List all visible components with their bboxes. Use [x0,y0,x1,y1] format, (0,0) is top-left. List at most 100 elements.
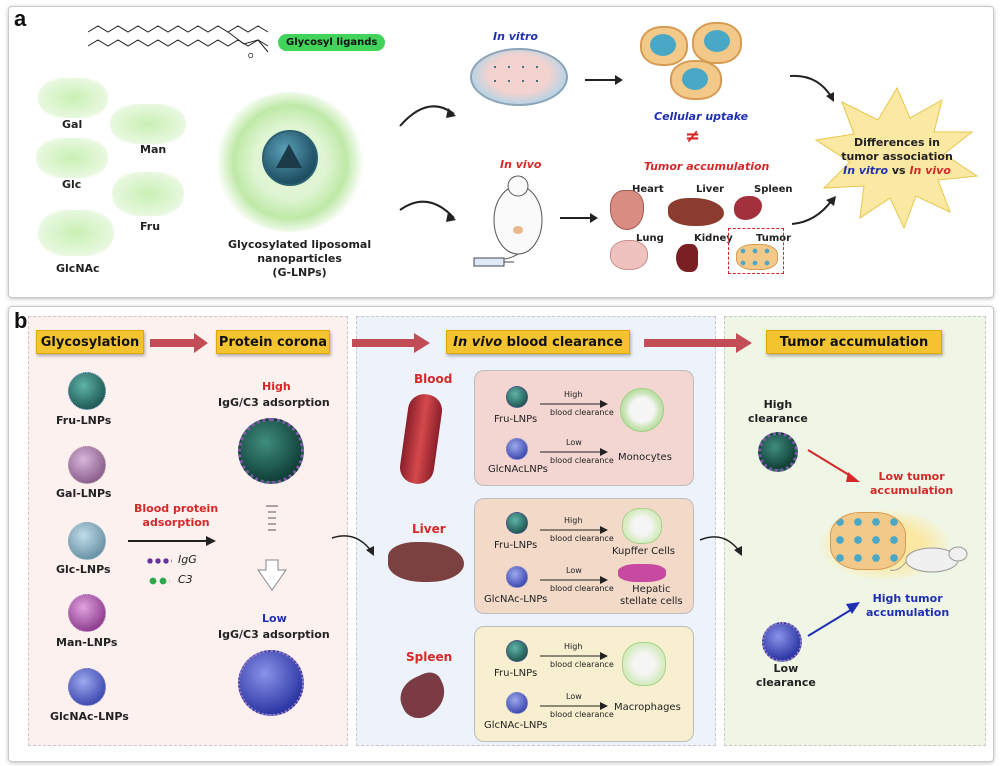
organ-blood-label: Blood [414,372,453,386]
starburst-shape [814,86,979,230]
kupffer-cells-label: Kupffer Cells [612,546,675,557]
lnp-gal [68,446,106,484]
syringe-icon [473,257,514,267]
sugar-man-label: Man [140,143,167,156]
mouse-small-icon [889,546,968,573]
arrow-header-1 [150,333,208,353]
organ-liver-b-label: Liver [412,522,446,536]
macrophage-icon [622,642,666,686]
spleen-box-top-level: High [564,642,583,651]
spleen-box-bottom-lnp [506,692,528,714]
low-clearance-label: Low clearance [756,662,816,689]
lnp-fru-label: Fru-LNPs [56,414,112,427]
in-vivo-label: In vivo [500,158,542,171]
corona-high-level: High [262,380,291,393]
lnp-glcnac [68,668,106,706]
monocyte-icon [620,388,664,432]
blood-box-top-arrow [540,400,608,408]
stellate-cells-label: Hepatic stellate cells [620,584,683,607]
arrow-protein-adsorption [128,536,216,546]
blood-box-top-level: High [564,390,583,399]
organ-lung-label: Lung [636,233,664,244]
high-tumor-label: High tumor accumulation [866,592,950,619]
liver-icon [668,198,724,226]
sugar-man [110,104,186,144]
arrow-header-2 [352,333,430,353]
high-clearance-label: High clearance [748,398,808,425]
panel-b-letter: b [14,308,28,333]
tumor-cluster-icon [830,512,906,570]
header-tumor-accumulation: Tumor accumulation [766,330,942,354]
stellate-cell-icon [618,564,666,582]
spleen-box-top-clearance: blood clearance [550,660,614,669]
in-vitro-label: In vitro [493,30,538,43]
header-glycosylation: Glycosylation [36,330,144,354]
header-protein-corona: Protein corona [216,330,330,354]
organ-tumor-label: Tumor [756,233,792,244]
arrow-to-invitro [399,105,456,127]
differences-text: Differences in tumor association In vitr… [841,136,953,177]
arrow-corona-to-liver [331,535,374,556]
lnp-gal-label: Gal-LNPs [56,487,112,500]
liver-box-top-lnp [506,512,528,534]
arrow-clearance-to-tumor [699,536,742,556]
monocytes-label: Monocytes [618,452,672,463]
lung-icon [610,240,648,270]
panel-a-letter: a [14,6,27,31]
sugar-glc-label: Glc [62,178,82,191]
blood-box-bottom-arrow [540,448,608,456]
blood-box-bottom-lnp-label: GlcNAcLNPs [488,464,548,475]
liver-box-bottom-level: Low [566,566,582,575]
sugar-fru [112,172,184,216]
blood-protein-label: Blood protein adsorption [134,502,219,529]
tumor-accumulation-label: Tumor accumulation [644,160,770,173]
spleen-box-bottom-level: Low [566,692,582,701]
tumor-low-clear-lnp [762,622,802,662]
liver-box-top-level: High [564,516,583,525]
sugar-gal-label: Gal [62,118,83,131]
header-blood-clearance: In vivo blood clearance [446,330,630,354]
spleen-box-bottom-clearance: blood clearance [550,710,614,719]
corona-low-particle [238,650,304,716]
arrow-to-invivo [399,200,456,222]
cellular-uptake-label: Cellular uptake [654,110,749,123]
svg-text:O: O [248,53,254,60]
lnp-glcnac-label: GlcNAc-LNPs [50,710,129,723]
mouse-illustration [487,175,543,260]
sugar-gal [38,78,108,118]
blood-box-top-lnp-label: Fru-LNPs [494,414,538,425]
spleen-box-bottom-lnp-label: GlcNAc-LNPs [484,720,548,731]
lnp-man [68,594,106,632]
liver-box-bottom-clearance: blood clearance [550,584,614,593]
arrow-red-down [807,449,860,482]
blood-box-bottom-lnp [506,438,528,460]
macrophages-label: Macrophages [614,702,681,713]
igg-icon [146,557,172,565]
not-equal-icon: ≠ [685,126,701,147]
liver-b-icon [388,542,464,582]
lnp-glc-label: Glc-LNPs [56,563,111,576]
sugar-glc [36,138,108,178]
sugar-glcnac-label: GlcNAc [56,262,100,275]
lnp-fru [68,372,106,410]
organ-kidney-label: Kidney [694,233,733,244]
spleen-box-top-lnp [506,640,528,662]
lnp-man-label: Man-LNPs [56,636,118,649]
corona-high-label: IgG/C3 adsorption [218,396,330,409]
c3-icon [148,576,170,586]
arrow-organs-to-star [791,196,836,225]
organ-spleen-label: Spleen [754,184,793,195]
liver-box-top-clearance: blood clearance [550,534,614,543]
sugar-fru-label: Fru [140,220,161,233]
organ-spleen-b-label: Spleen [406,650,453,664]
legend-igg: IgG [178,553,197,566]
organ-liver-label: Liver [696,184,725,195]
spleen-box-bottom-arrow [540,702,608,710]
kidney-icon [676,244,698,272]
tumor-box [728,228,784,274]
liver-box-bottom-lnp [506,566,528,588]
arrow-header-3 [644,333,752,353]
liver-box-top-lnp-label: Fru-LNPs [494,540,538,551]
tumor-cells-icon [736,244,778,270]
heart-icon [610,190,644,230]
